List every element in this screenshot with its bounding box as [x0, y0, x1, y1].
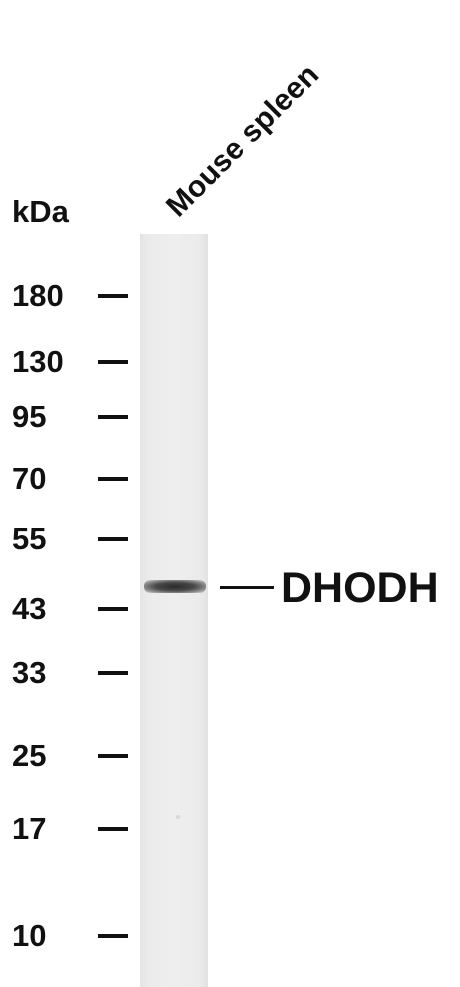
marker-tick: [98, 477, 128, 481]
marker-label: 17: [12, 811, 47, 846]
marker-tick: [98, 607, 128, 611]
lane-label-mouse-spleen: Mouse spleen: [160, 58, 326, 224]
marker-label: 10: [12, 918, 47, 953]
marker-label: 180: [12, 278, 64, 313]
marker-tick: [98, 827, 128, 831]
marker-tick: [98, 294, 128, 298]
marker-25: 25: [0, 736, 130, 776]
marker-10: 10: [0, 916, 130, 956]
protein-band-dhodh: [144, 580, 206, 593]
marker-label: 43: [12, 591, 47, 626]
marker-95: 95: [0, 397, 130, 437]
marker-label: 25: [12, 738, 47, 773]
marker-label: 70: [12, 461, 47, 496]
marker-17: 17: [0, 809, 130, 849]
marker-tick: [98, 671, 128, 675]
marker-33: 33: [0, 653, 130, 693]
marker-tick: [98, 934, 128, 938]
molecular-weight-unit: kDa: [12, 194, 69, 229]
marker-43: 43: [0, 589, 130, 629]
marker-70: 70: [0, 459, 130, 499]
lane-artifact: [176, 815, 180, 819]
target-protein-label: DHODH: [281, 564, 439, 612]
marker-55: 55: [0, 519, 130, 559]
marker-180: 180: [0, 276, 130, 316]
target-indicator-line: [220, 586, 274, 589]
marker-tick: [98, 360, 128, 364]
marker-label: 33: [12, 655, 47, 690]
marker-label: 55: [12, 521, 47, 556]
marker-tick: [98, 537, 128, 541]
marker-label: 95: [12, 399, 47, 434]
blot-lane: [140, 234, 208, 987]
marker-130: 130: [0, 342, 130, 382]
marker-tick: [98, 754, 128, 758]
marker-tick: [98, 415, 128, 419]
marker-label: 130: [12, 344, 64, 379]
